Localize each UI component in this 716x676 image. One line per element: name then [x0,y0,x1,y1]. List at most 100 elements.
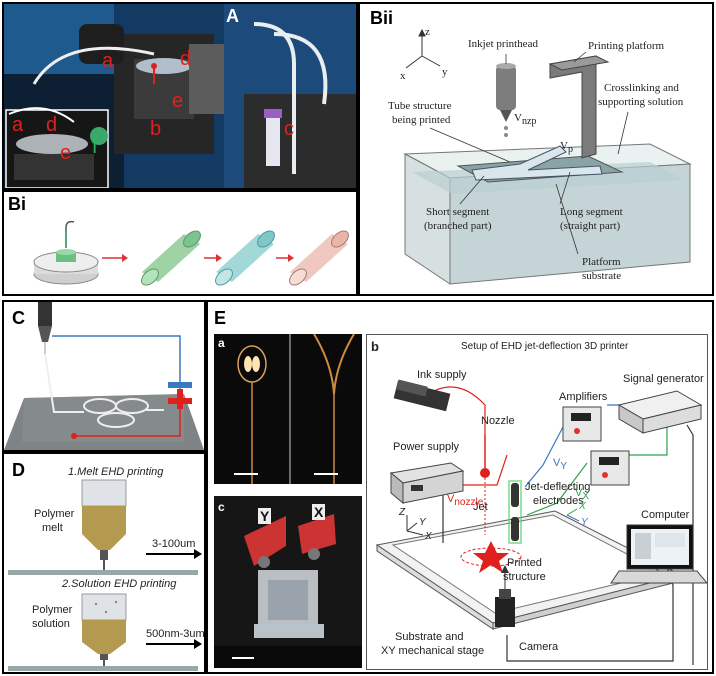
electrodes-label-2: electrodes [533,495,584,507]
panel-a-label: A [226,6,239,26]
melt-material-2: melt [42,522,63,534]
substrate-label-2: substrate [582,270,622,282]
printed-tube [471,145,603,181]
solution-title: 2.Solution EHD printing [62,578,177,590]
long-segment-label-2: (straight part) [560,220,621,232]
platform-label: Printing platform [588,40,665,52]
amplifiers-label: Amplifiers [559,391,608,403]
panel-e: E a c Y X [206,300,714,674]
cyan-tube [215,230,275,286]
crosslinking-label-1: Crosslinking and [604,82,679,94]
panel-d-diagram [8,479,202,671]
melt-syringe [8,479,198,575]
panel-a-letter-d-inset: d [46,114,58,136]
axis-x-e: X [425,531,432,542]
panel-d-label: D [12,460,25,480]
camera-label: Camera [519,641,559,653]
sub-label-b: b [371,339,379,354]
arrow-icon-1 [102,254,128,262]
inkjet-label: Inkjet printhead [468,38,538,50]
printing-platform [548,55,610,159]
panel-c-label: C [12,308,25,328]
axis-y-e: Y [419,517,426,528]
tag-x: X [312,504,326,520]
power-supply-label: Power supply [393,441,460,453]
panel-d: D 1.Melt EHD printing Polymer [2,452,206,674]
tag-y: Y [258,508,272,524]
panel-a-letter-b: b [150,118,162,140]
short-segment-label-2: (branched part) [424,220,492,232]
panel-e-diagram-b: b Setup of EHD jet-deflection 3D printer… [366,334,708,670]
nozzle-label: Nozzle [481,415,515,427]
axis-x-label: x [400,70,406,82]
v-p-label: Vp [560,140,573,156]
deflection-axes-icon [566,508,580,522]
crosslinking-label-2: supporting solution [598,96,684,108]
v-nzp-label: Vnzp [514,112,537,128]
tube-label-2: being printed [392,114,451,126]
axes-icon [405,28,441,69]
computer-icon [610,524,707,584]
pink-tube [289,230,349,286]
nozzle-icon [38,302,52,354]
panel-a: A a d e b c a d e f [2,2,358,190]
printed-label-1: Printed [507,557,542,569]
stage-axes-icon [406,515,424,536]
panel-a-letter-f: f [92,136,98,158]
power-supply-icon [389,462,465,505]
panel-a-photo [4,4,356,188]
panel-bii: Bii [358,2,714,296]
axis-z-label: z [425,26,430,38]
camera-icon [495,565,515,627]
printed-label-2: structure [503,571,546,583]
panel-a-letter-c: c [284,118,294,140]
panel-c-diagram [4,302,204,450]
tube-label-1: Tube structure [388,100,452,112]
stage-label-2: XY mechanical stage [381,645,485,657]
ink-supply-icon [393,379,451,412]
setup-diagram [375,379,707,665]
vy-label: VY [553,457,568,473]
signal-generator-label: Signal generator [623,373,704,385]
electrodes-icon [508,480,522,544]
panel-bi-label: Bi [8,194,26,214]
jet-label: Jet [473,501,488,513]
panel-bii-label: Bii [370,8,394,28]
melt-material-1: Polymer [34,508,75,520]
panel-bii-diagram [403,28,692,285]
sub-label-c: c [218,500,225,514]
printing-dish [33,220,99,285]
arrow-icon-3 [276,254,294,262]
circuit-wires [52,335,181,439]
range-arrow-2 [146,639,202,649]
panel-e-photo-a [214,334,362,484]
amplifier-icon-2 [590,450,630,486]
axis-y-deflect: Y [581,517,588,528]
range-arrow-1 [146,549,202,559]
short-segment-label-1: Short segment [426,206,490,218]
panel-a-letter-a-main: a [102,50,114,72]
setup-title: Setup of EHD jet-deflection 3D printer [461,341,629,352]
printed-structure-icon [460,541,522,573]
printed-circuit-pattern [44,353,164,428]
axis-y-label: y [442,66,448,78]
axis-z-e: Z [399,507,406,518]
long-segment-label-1: Long segment [560,206,623,218]
melt-title: 1.Melt EHD printing [68,466,164,478]
panel-a-letter-e-inset: e [60,142,72,164]
electrodes-label-1: Jet-deflecting [525,481,591,493]
computer-label: Computer [641,509,690,521]
pointer-lines [429,51,629,255]
solution-material-1: Polymer [32,604,73,616]
substrate-label-1: Platform [582,256,621,268]
panel-a-letter-a-inset: a [12,114,24,136]
sub-label-a: a [218,336,225,350]
vx-label: VX [575,487,590,503]
amplifier-icon-1 [562,406,602,442]
ink-supply-label: Ink supply [417,369,467,381]
signal-generator-icon [617,390,703,434]
nozzle-icon [480,435,490,535]
arrow-icon-2 [204,254,222,262]
panel-a-letter-e-main: e [172,90,184,112]
solution-range: 500nm-3um [146,628,205,640]
